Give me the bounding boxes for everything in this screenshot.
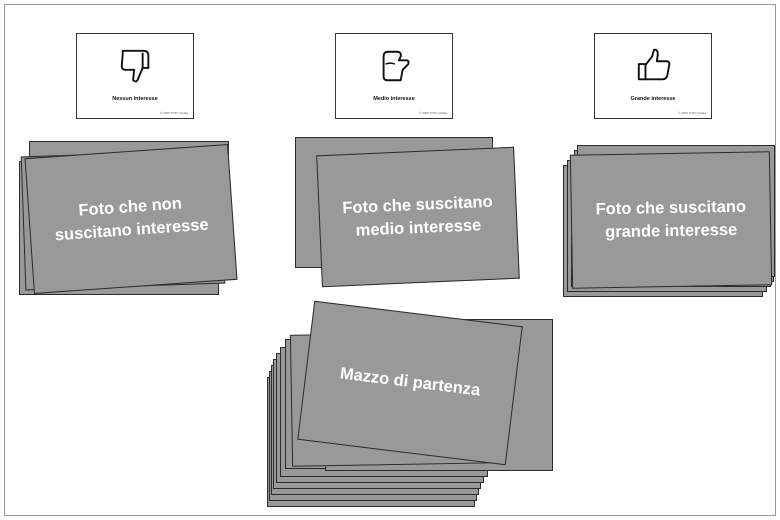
pile-label: Mazzo di partenza xyxy=(338,364,482,400)
copyright-text: © 2005 TOTC Verlag xyxy=(160,111,188,115)
pile-medium-interest: Foto che suscitano medio interesse xyxy=(316,146,520,288)
rating-card-grande-interesse: Grande interesse © 2005 TOTC Verlag xyxy=(594,33,712,119)
pile-label: Foto che non suscitano interesse xyxy=(54,194,210,245)
thumb-up-icon xyxy=(637,48,671,81)
rating-card-nessun-interesse: Nessun interesse © 2005 TOTC Verlag xyxy=(76,33,194,119)
rating-card-medio-interesse: Medio interesse © 2005 TOTC Verlag xyxy=(335,33,453,119)
rating-label: Grande interesse xyxy=(630,96,676,102)
copyright-text: © 2005 TOTC Verlag xyxy=(678,111,706,115)
pile-starting-deck: Mazzo di partenza xyxy=(297,300,523,466)
rating-label: Medio interesse xyxy=(373,96,415,102)
thumb-down-icon xyxy=(120,49,150,83)
diagram-frame: Nessun interesse © 2005 TOTC Verlag Medi… xyxy=(4,4,776,516)
pile-high-interest: Foto che suscitano grande interesse xyxy=(569,151,773,289)
thumb-sideways-icon xyxy=(382,50,410,82)
pile-low-interest: Foto che non suscitano interesse xyxy=(24,144,238,294)
copyright-text: © 2005 TOTC Verlag xyxy=(419,111,447,115)
rating-label: Nessun interesse xyxy=(112,96,158,102)
pile-label: Foto che suscitano medio interesse xyxy=(341,192,493,240)
pile-label: Foto che suscitano grande interesse xyxy=(595,197,747,242)
